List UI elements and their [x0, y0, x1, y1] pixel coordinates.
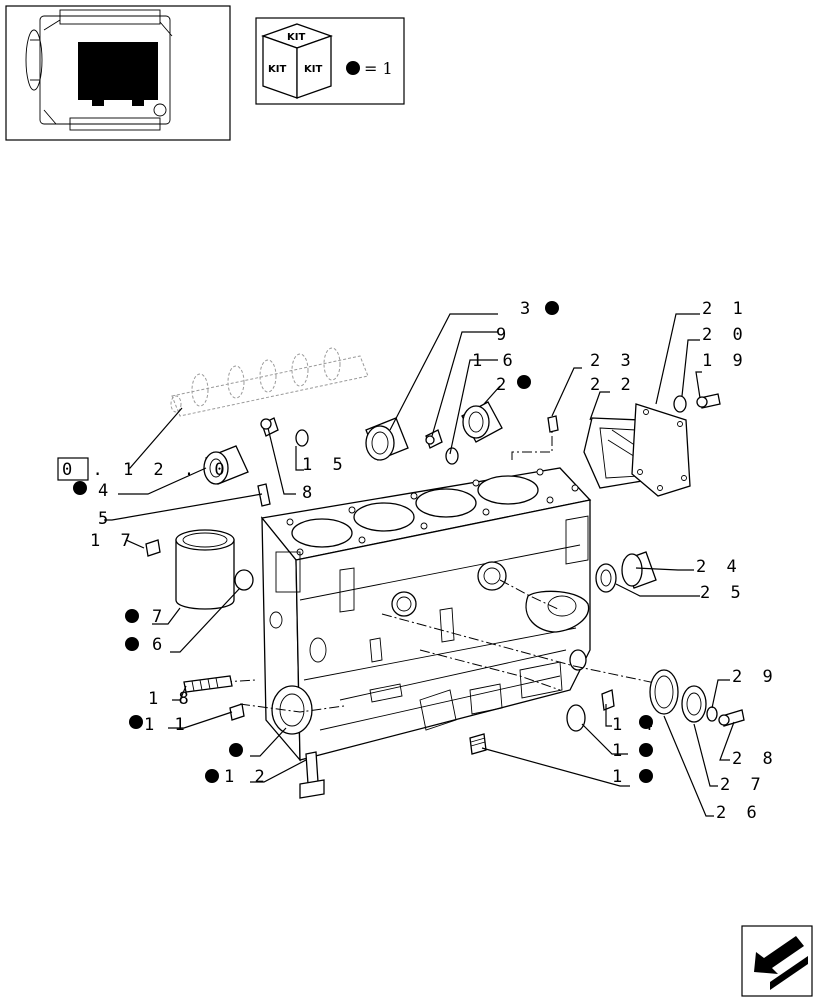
callout-29: 2 9 [732, 667, 778, 687]
callout-17: 1 7 [90, 531, 136, 551]
callout-21: 2 1 [702, 299, 748, 319]
callout-2: 2 [496, 375, 511, 395]
reference-label[interactable]: 0 . 1 2 . 0 [62, 460, 230, 480]
callout-28: 2 8 [732, 749, 778, 769]
callout-12: 1 2 [224, 767, 270, 787]
screw-upper [260, 417, 279, 437]
plug-14 [601, 689, 615, 711]
callout-10: 1 0 [612, 741, 658, 761]
kit-dots [73, 301, 653, 783]
kit-label-top: KIT [287, 32, 305, 43]
callout-26: 2 6 [716, 803, 762, 823]
callout-18: 1 8 [148, 689, 194, 709]
callout-labels: 3 9 1 6 2 2 3 2 2 2 1 2 0 1 9 1 5 8 4 5 … [90, 299, 778, 823]
callout-6: 6 [152, 635, 167, 655]
kit-cube-icon: KIT KIT KIT [261, 23, 333, 99]
callout-23: 2 3 [590, 351, 636, 371]
callout-3: 3 [520, 299, 535, 319]
plug-17 [145, 539, 161, 557]
callout-11: 1 1 [144, 715, 190, 735]
callout-14: 1 4 [612, 715, 658, 735]
seal-25 [595, 563, 617, 593]
engine-thumbnail[interactable] [5, 5, 231, 141]
callout-7: 7 [152, 607, 167, 627]
reference-box[interactable] [57, 457, 89, 481]
bolt-12 [299, 751, 325, 799]
callout-19: 1 9 [702, 351, 748, 371]
kit-label-left: KIT [268, 64, 286, 75]
callout-25: 2 5 [700, 583, 746, 603]
ring-26 [649, 669, 679, 715]
callout-5: 5 [98, 509, 113, 529]
callout-24: 2 4 [696, 557, 742, 577]
cylinder-liner-7 [175, 529, 235, 610]
bushing-2 [461, 401, 503, 443]
callout-8: 8 [302, 483, 317, 503]
washer-20 [673, 395, 687, 413]
kit-equals-text: = 1 [364, 59, 393, 78]
kit-label-right: KIT [304, 64, 322, 75]
camshaft [170, 347, 369, 417]
screw-28 [718, 709, 745, 727]
bushing-3 [365, 417, 409, 461]
callout-16: 1 6 [472, 351, 518, 371]
seal-10 [566, 704, 586, 732]
cover-21 [631, 403, 691, 497]
callout-22: 2 2 [590, 375, 636, 395]
plug-11 [229, 703, 245, 721]
plug-6 [234, 569, 254, 591]
callout-15: 1 5 [302, 455, 348, 475]
disc-27 [681, 685, 707, 723]
washer-16 [445, 447, 459, 465]
washer-29 [706, 706, 718, 722]
callout-27: 2 7 [720, 775, 766, 795]
bushing-4 [203, 445, 249, 485]
screw-9 [425, 429, 443, 449]
callout-13: 1 3 [612, 767, 658, 787]
dowel-23 [547, 415, 559, 433]
kit-legend: KIT KIT KIT = 1 [255, 17, 405, 105]
next-page-arrow-icon[interactable] [741, 925, 813, 997]
cup-24 [621, 551, 657, 589]
plug-13 [469, 733, 487, 755]
callout-4: 4 [98, 481, 113, 501]
washer-15 [295, 429, 309, 447]
leader-lines [104, 313, 735, 817]
callout-9: 9 [496, 325, 511, 345]
screw-19 [696, 393, 721, 409]
pin-8 [257, 483, 271, 507]
callout-20: 2 0 [702, 325, 748, 345]
kit-dot-icon [346, 61, 360, 75]
engine-block [260, 467, 592, 762]
loose-parts [145, 393, 745, 799]
